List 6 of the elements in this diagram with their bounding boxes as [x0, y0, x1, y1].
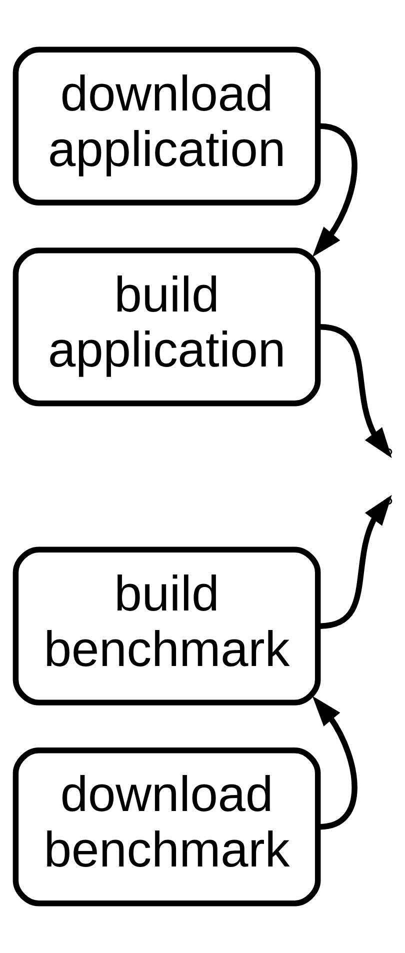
node-box: build benchmark	[12, 546, 321, 706]
node-box: download application	[12, 46, 321, 206]
node-box: download benchmark	[12, 748, 321, 906]
arrow	[312, 696, 358, 830]
arrow	[312, 123, 358, 258]
node-box: build application	[12, 248, 321, 406]
